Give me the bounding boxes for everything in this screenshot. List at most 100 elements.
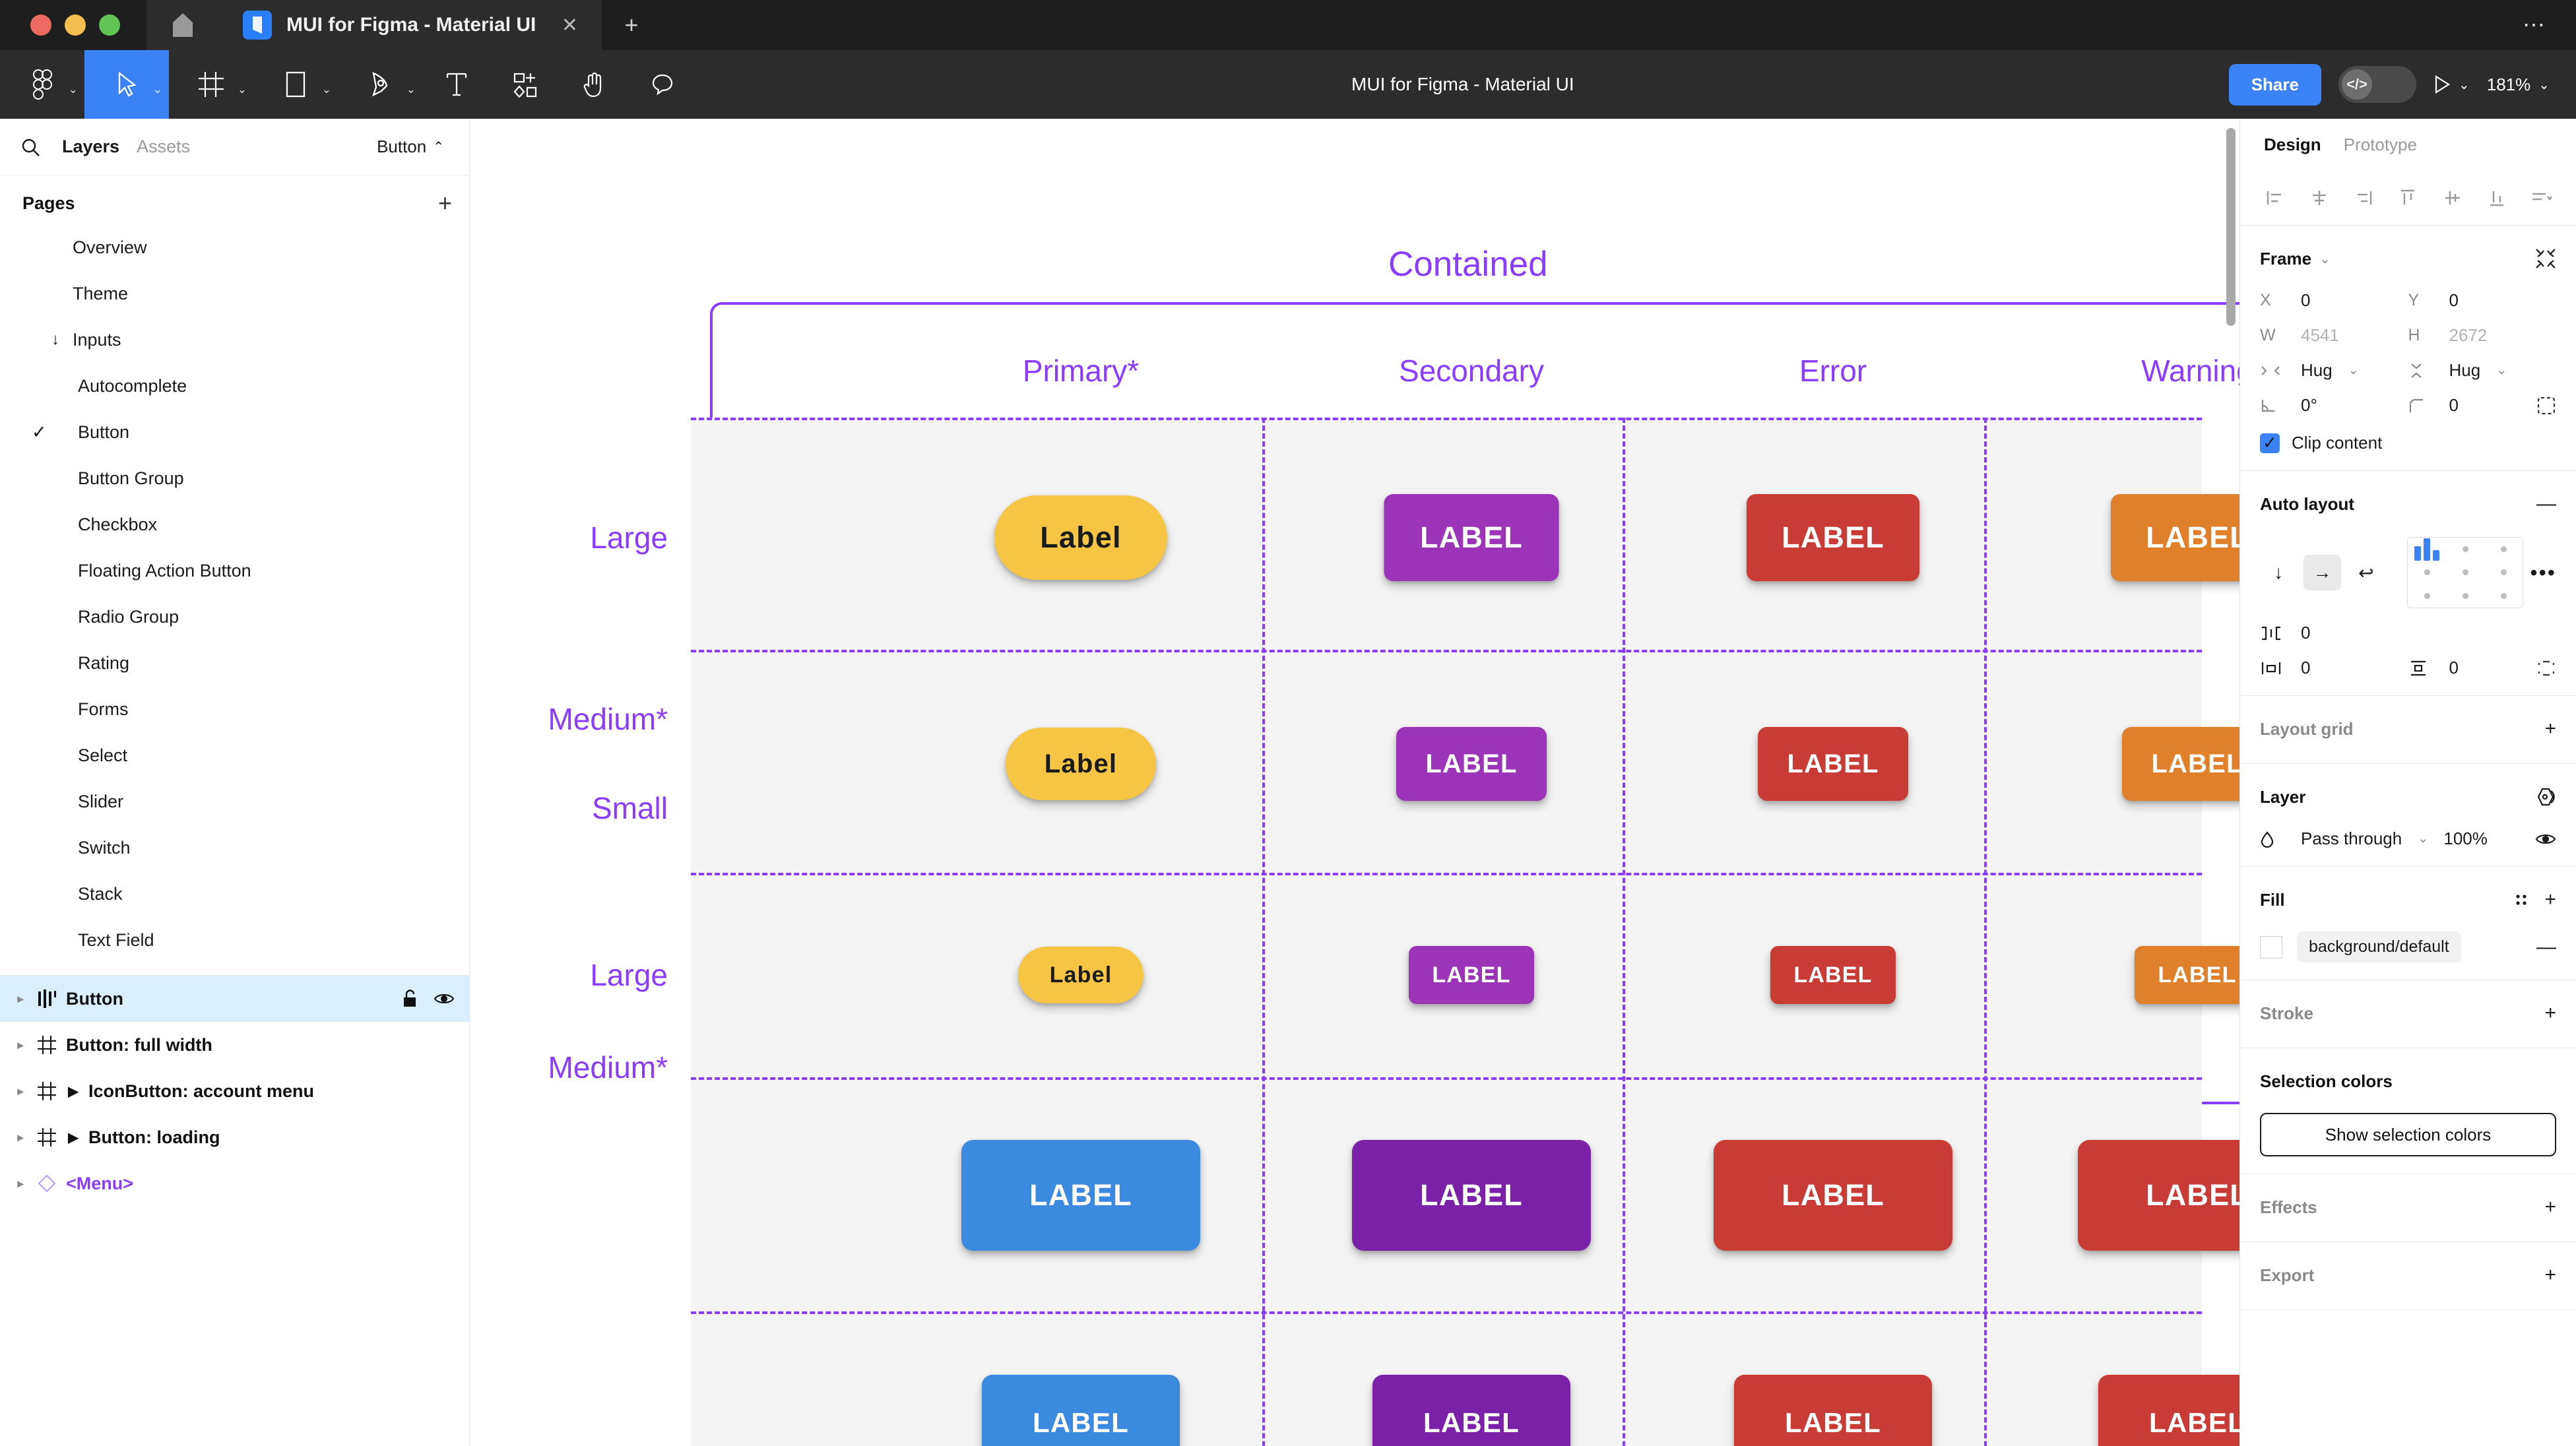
move-tool-icon[interactable]: ⌄	[84, 50, 169, 119]
add-fill-icon[interactable]: +	[2544, 889, 2556, 910]
layer-row[interactable]: ▸▶Button: loading	[0, 1114, 469, 1160]
show-selection-colors-button[interactable]: Show selection colors	[2260, 1113, 2556, 1156]
align-vertical-center-icon[interactable]	[2437, 188, 2468, 208]
layer-row[interactable]: ▸Button	[0, 976, 469, 1022]
grid-dot[interactable]	[2424, 569, 2430, 576]
disclosure-triangle-icon[interactable]: ▸	[17, 1038, 24, 1052]
direction-horizontal-button[interactable]: →	[2303, 555, 2341, 590]
page-item-autocomplete[interactable]: Autocomplete	[0, 363, 469, 409]
zoom-level-dropdown[interactable]: 181% ⌄	[2487, 75, 2550, 95]
page-item-rating[interactable]: Rating	[0, 640, 469, 686]
container-frame-label[interactable]: Contained	[1388, 245, 1548, 284]
canvas-button[interactable]: LABEL	[1396, 727, 1547, 801]
canvas-button[interactable]: LABEL	[1384, 494, 1559, 581]
frame-rotation-field[interactable]: 0°	[2260, 395, 2408, 416]
fill-style-name[interactable]: background/default	[2297, 931, 2461, 962]
share-button[interactable]: Share	[2228, 63, 2321, 106]
lock-icon[interactable]	[402, 989, 419, 1009]
canvas-button[interactable]: LABEL	[1747, 494, 1919, 581]
disclosure-triangle-icon[interactable]: ▸	[17, 1130, 24, 1144]
tab-prototype[interactable]: Prototype	[2343, 134, 2417, 154]
align-horizontal-center-icon[interactable]	[2304, 188, 2334, 208]
page-item-theme[interactable]: Theme	[0, 270, 469, 317]
canvas-button[interactable]: LABEL	[2135, 946, 2239, 1004]
layer-row[interactable]: ▸<Menu>	[0, 1160, 469, 1207]
comment-tool-icon[interactable]	[628, 50, 697, 119]
clip-content-checkbox[interactable]: ✓	[2260, 433, 2280, 453]
canvas-button[interactable]: Label	[1006, 728, 1156, 800]
page-selector[interactable]: Button ⌃	[377, 137, 453, 157]
home-button[interactable]	[146, 0, 219, 50]
grid-dot[interactable]	[2462, 592, 2468, 599]
figma-menu-icon[interactable]: ⌄	[0, 50, 84, 119]
canvas-button[interactable]: LABEL	[961, 1140, 1200, 1251]
canvas-button[interactable]: LABEL	[2122, 727, 2239, 801]
padding-vertical-field[interactable]: 0	[2408, 658, 2557, 678]
distribute-icon[interactable]	[2526, 188, 2556, 208]
shape-tool-icon[interactable]: ⌄	[253, 50, 338, 119]
hand-tool-icon[interactable]	[560, 50, 628, 119]
canvas-scrollbar[interactable]	[2226, 128, 2236, 326]
figma-canvas[interactable]: Contained Primary*SecondaryErrorWarning …	[470, 119, 2239, 1446]
page-item-radio-group[interactable]: Radio Group	[0, 594, 469, 640]
page-item-switch[interactable]: Switch	[0, 825, 469, 871]
direction-vertical-button[interactable]: ↓	[2274, 562, 2284, 582]
padding-horizontal-field[interactable]: 0	[2260, 658, 2408, 678]
page-item-stack[interactable]: Stack	[0, 871, 469, 917]
fill-style-icon[interactable]	[2513, 891, 2530, 908]
grid-dot[interactable]	[2462, 569, 2468, 576]
auto-layout-more-icon[interactable]: •••	[2530, 560, 2556, 584]
eye-icon[interactable]	[434, 991, 455, 1006]
direction-wrap-button[interactable]: ↩	[2358, 562, 2374, 583]
chevron-down-icon[interactable]: ⌄	[2319, 251, 2331, 267]
disclosure-triangle-icon[interactable]: ▸	[17, 991, 24, 1005]
search-icon[interactable]	[16, 137, 45, 157]
align-top-icon[interactable]	[2393, 188, 2423, 208]
grid-dot[interactable]	[2462, 546, 2468, 553]
grid-dot[interactable]	[2500, 569, 2507, 576]
alignment-grid-picker[interactable]	[2407, 537, 2524, 608]
disclosure-triangle-icon[interactable]: ▸	[17, 1084, 24, 1098]
page-item-slider[interactable]: Slider	[0, 778, 469, 825]
canvas-button[interactable]: LABEL	[1714, 1140, 1952, 1251]
canvas-button[interactable]: LABEL	[1770, 946, 1896, 1004]
minimize-window-button[interactable]	[65, 15, 86, 36]
independent-corners-icon[interactable]	[2536, 396, 2556, 416]
add-page-icon[interactable]: +	[437, 189, 452, 216]
canvas-button[interactable]: LABEL	[2111, 494, 2239, 581]
canvas-button[interactable]: LABEL	[2098, 1375, 2239, 1446]
align-bottom-icon[interactable]	[2482, 188, 2512, 208]
grid-dot[interactable]	[2500, 546, 2507, 553]
grid-dot[interactable]	[2500, 592, 2507, 599]
canvas-button[interactable]: LABEL	[2078, 1140, 2239, 1251]
frame-tool-icon[interactable]: ⌄	[169, 50, 253, 119]
disclosure-triangle-icon[interactable]: ▸	[17, 1176, 24, 1190]
canvas-button[interactable]: LABEL	[982, 1375, 1180, 1446]
align-right-icon[interactable]	[2348, 188, 2379, 208]
frame-corner-radius-field[interactable]: 0	[2408, 395, 2557, 416]
text-tool-icon[interactable]	[422, 50, 491, 119]
page-item-floating-action-button[interactable]: Floating Action Button	[0, 548, 469, 594]
add-effect-icon[interactable]: +	[2544, 1196, 2556, 1218]
frame-resize-height[interactable]: Hug ⌄	[2408, 360, 2557, 381]
align-left-icon[interactable]	[2260, 188, 2290, 208]
frame-y-field[interactable]: Y 0	[2408, 290, 2557, 311]
maximize-window-button[interactable]	[99, 15, 120, 36]
page-item-button[interactable]: ✓Button	[0, 409, 469, 455]
opacity-field[interactable]: 100%	[2443, 829, 2556, 849]
browser-tab[interactable]: MUI for Figma - Material UI ✕	[219, 0, 602, 50]
add-layout-grid-icon[interactable]: +	[2544, 718, 2556, 739]
layer-row[interactable]: ▸Button: full width	[0, 1022, 469, 1068]
canvas-button[interactable]: LABEL	[1372, 1375, 1570, 1446]
visibility-eye-icon[interactable]	[2535, 832, 2556, 846]
add-export-icon[interactable]: +	[2544, 1264, 2556, 1286]
auto-layout-gap-field[interactable]: 0	[2260, 623, 2408, 643]
page-item-overview[interactable]: Overview	[0, 224, 469, 270]
add-stroke-icon[interactable]: +	[2544, 1002, 2556, 1024]
layer-row[interactable]: ▸▶IconButton: account menu	[0, 1068, 469, 1114]
canvas-button[interactable]: LABEL	[1352, 1140, 1591, 1251]
frame-resize-width[interactable]: Hug ⌄	[2260, 360, 2408, 381]
expand-triangle-icon[interactable]: ▶	[68, 1084, 79, 1099]
page-item-forms[interactable]: Forms	[0, 686, 469, 732]
canvas-button[interactable]: LABEL	[1734, 1375, 1932, 1446]
